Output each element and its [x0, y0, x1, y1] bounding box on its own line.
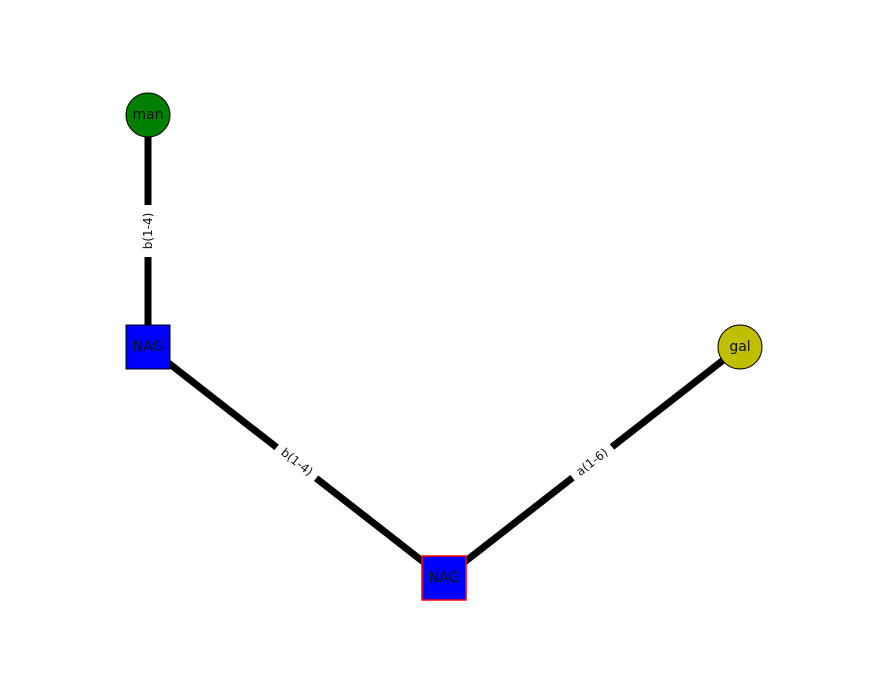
edge-label-bg	[266, 432, 328, 492]
edge-nag-gal: a(1-6)	[441, 344, 743, 581]
nag-square-icon	[421, 555, 467, 601]
edge-nag-man: b(1-4)	[138, 115, 158, 347]
node-label: NAG	[133, 339, 164, 355]
node-man: man	[125, 92, 171, 138]
node-nag: NAG	[125, 324, 171, 370]
gal-circle-icon	[717, 324, 763, 370]
node-label: gal	[729, 339, 750, 355]
node-nag-root: NAG	[421, 555, 467, 601]
edge-label: b(1-4)	[141, 213, 155, 250]
node-label: NAG	[429, 570, 460, 586]
node-label: man	[132, 107, 163, 123]
node-gal: gal	[717, 324, 763, 370]
edge-nag-nag: b(1-4)	[145, 344, 447, 581]
edge-label-bg	[561, 432, 623, 492]
edge-label-bg	[138, 205, 158, 257]
nag-square-icon	[125, 324, 171, 370]
man-circle-icon	[125, 92, 171, 138]
